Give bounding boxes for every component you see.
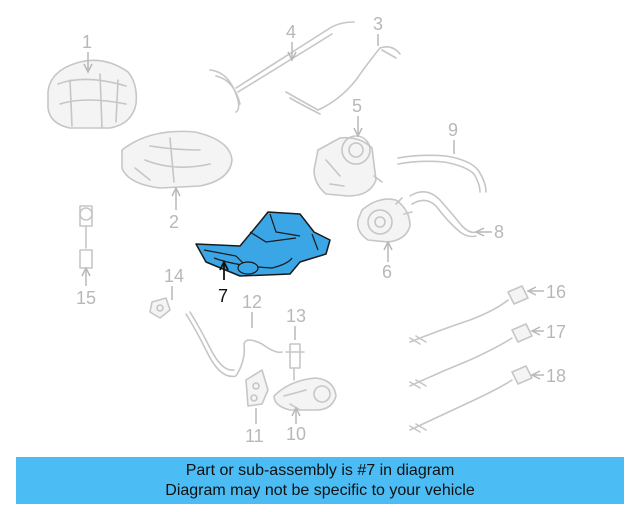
callout-14: 14 xyxy=(164,266,184,286)
part-14[interactable] xyxy=(149,286,173,319)
part-3[interactable] xyxy=(285,34,401,115)
part-4[interactable] xyxy=(209,21,355,113)
part-11[interactable] xyxy=(245,369,269,424)
callout-18: 18 xyxy=(546,366,566,386)
callout-2: 2 xyxy=(169,212,179,232)
part-17[interactable] xyxy=(409,323,544,389)
callout-15: 15 xyxy=(76,288,96,308)
callout-17: 17 xyxy=(546,322,566,342)
callout-9: 9 xyxy=(448,120,458,140)
part-7-highlighted[interactable] xyxy=(195,211,331,280)
callout-6: 6 xyxy=(382,262,392,282)
notice-banner: Part or sub-assembly is #7 in diagram Di… xyxy=(16,457,624,504)
part-8[interactable] xyxy=(409,191,492,238)
part-13[interactable] xyxy=(285,326,305,381)
callout-1: 1 xyxy=(82,32,92,52)
callout-11: 11 xyxy=(245,426,264,446)
callout-4: 4 xyxy=(286,22,296,42)
part-6[interactable] xyxy=(356,197,413,262)
part-18[interactable] xyxy=(409,365,544,433)
callout-7: 7 xyxy=(218,286,228,306)
part-15[interactable] xyxy=(79,205,93,286)
callout-12: 12 xyxy=(242,292,262,312)
part-1[interactable] xyxy=(47,52,138,129)
callout-16: 16 xyxy=(546,282,566,302)
callout-13: 13 xyxy=(286,306,306,326)
callout-3: 3 xyxy=(373,14,383,34)
part-5[interactable] xyxy=(313,116,383,197)
parts-diagram: 1 2 3 4 5 6 7 8 9 10 11 12 13 14 15 16 1… xyxy=(47,14,566,446)
part-16[interactable] xyxy=(409,285,544,345)
part-10[interactable] xyxy=(273,377,337,424)
part-9[interactable] xyxy=(397,140,487,193)
part-12[interactable] xyxy=(185,311,283,378)
callout-5: 5 xyxy=(352,96,362,116)
notice-line-disclaimer: Diagram may not be specific to your vehi… xyxy=(165,481,475,499)
callout-8: 8 xyxy=(494,222,504,242)
notice-line-part: Part or sub-assembly is #7 in diagram xyxy=(185,461,455,479)
part-2[interactable] xyxy=(121,130,233,210)
callout-10: 10 xyxy=(286,424,306,444)
